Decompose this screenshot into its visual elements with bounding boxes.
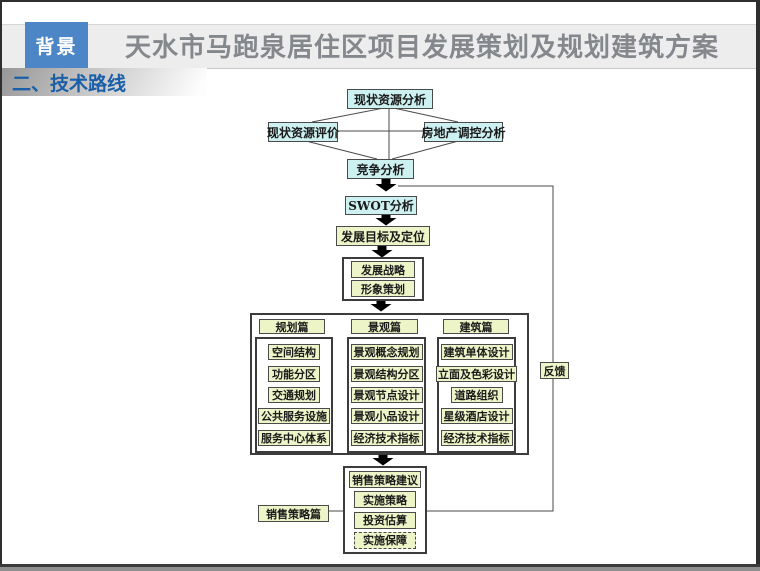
- node-landscape-structure: 景观结构分区: [350, 365, 423, 382]
- sales-strategy-label: 销售策略篇: [258, 505, 329, 522]
- slide-border-right: [756, 0, 760, 571]
- column-header-landscape: 景观篇: [351, 319, 418, 334]
- node-spatial-structure: 空间结构: [268, 344, 320, 361]
- node-implementation-guarantee: 实施保障: [354, 531, 416, 549]
- title-bar: [2, 24, 756, 69]
- node-public-facilities: 公共服务设施: [258, 408, 330, 425]
- node-feedback: 反馈: [540, 362, 569, 379]
- node-market-regulation: 房地产调控分析: [422, 122, 506, 142]
- node-sales-strategy-advice: 销售策略建议: [349, 471, 421, 489]
- slide-border-left: [0, 0, 2, 571]
- slide-border-top: [0, 0, 760, 2]
- node-landscape-node-design: 景观节点设计: [350, 386, 423, 403]
- node-competition-analysis: 竞争分析: [347, 159, 414, 179]
- node-economic-indicators-architecture: 经济技术指标: [440, 429, 513, 446]
- architecture-column-box: 建筑单体设计 立面及色彩设计 道路组织 星级酒店设计 经济技术指标: [436, 337, 517, 453]
- landscape-column-box: 景观概念规划 景观结构分区 景观节点设计 景观小品设计 经济技术指标: [347, 337, 426, 453]
- node-landscape-concept: 景观概念规划: [350, 344, 423, 361]
- node-image-planning: 形象策划: [351, 280, 415, 297]
- planning-column-box: 空间结构 功能分区 交通规划 公共服务设施 服务中心体系: [255, 337, 333, 453]
- section-header-bar: 二、技术路线: [2, 68, 207, 96]
- node-development-goal: 发展目标及定位: [336, 226, 430, 246]
- node-service-center-system: 服务中心体系: [258, 429, 330, 446]
- flow-arrow-icons: [370, 179, 397, 466]
- node-implementation-strategy: 实施策略: [354, 491, 416, 509]
- node-road-organization: 道路组织: [450, 386, 503, 403]
- slide-border-bottom: [0, 564, 760, 567]
- node-resource-analysis: 现状资源分析: [347, 89, 433, 109]
- sales-strategy-box: 销售策略建议 实施策略 投资估算 实施保障: [343, 466, 427, 554]
- node-investment-estimate: 投资估算: [354, 511, 416, 529]
- node-building-unit-design: 建筑单体设计: [440, 344, 513, 361]
- node-traffic-planning: 交通规划: [268, 386, 320, 403]
- slide-title: 天水市马跑泉居住区项目发展策划及规划建筑方案: [124, 33, 719, 63]
- node-function-zoning: 功能分区: [268, 365, 320, 382]
- node-facade-color-design: 立面及色彩设计: [436, 365, 517, 382]
- column-header-planning: 规划篇: [259, 319, 325, 334]
- column-header-architecture: 建筑篇: [443, 319, 509, 334]
- node-economic-indicators-landscape: 经济技术指标: [350, 429, 423, 446]
- node-swot-analysis: SWOT分析: [345, 196, 417, 215]
- slide-border-bottom-shadow: [0, 567, 760, 571]
- node-resource-evaluation: 现状资源评价: [267, 122, 339, 142]
- section-title: 二、技术路线: [12, 72, 127, 95]
- strategy-group-box: 发展战略 形象策划: [342, 257, 424, 301]
- node-hotel-design: 星级酒店设计: [440, 408, 513, 425]
- background-tag: 背景: [25, 22, 88, 69]
- node-landscape-feature-design: 景观小品设计: [350, 408, 423, 425]
- node-development-strategy: 发展战略: [351, 261, 415, 278]
